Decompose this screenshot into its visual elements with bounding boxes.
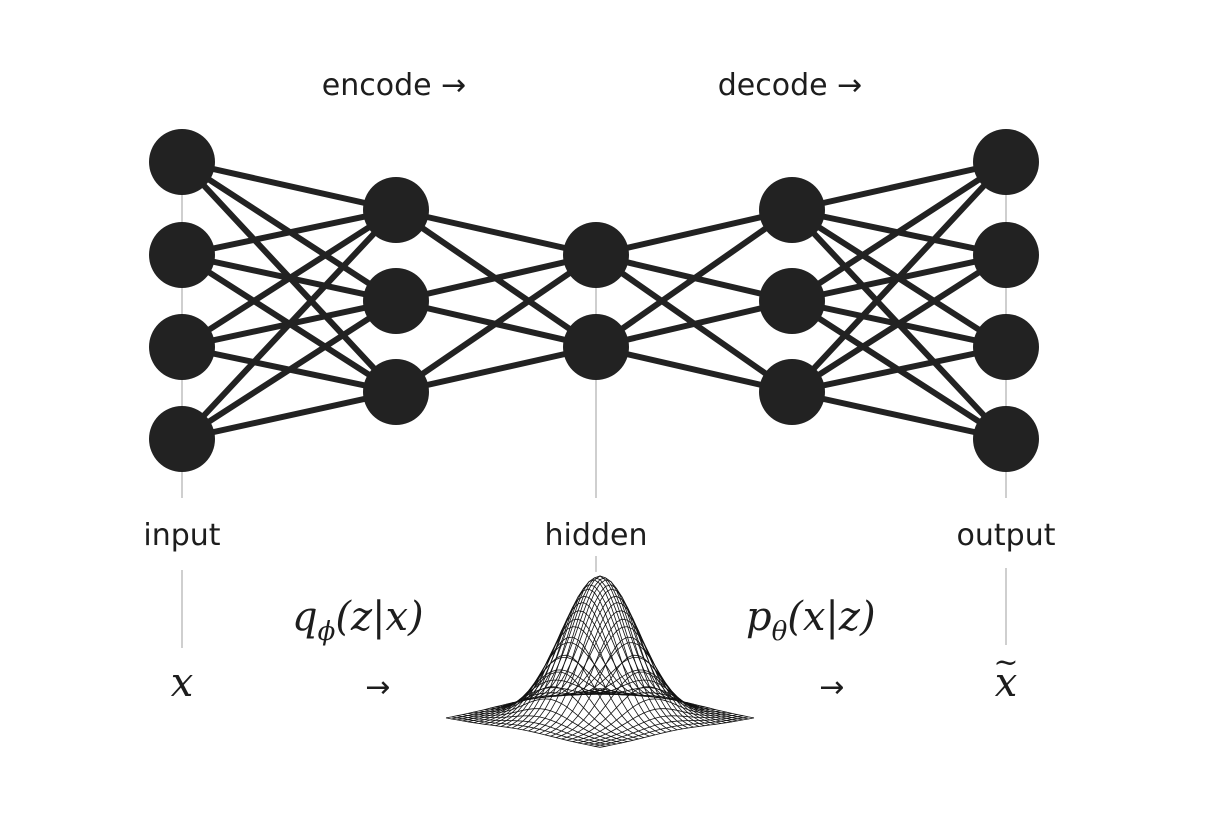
mesh-col-9 [495,626,650,727]
edge-0-3-0 [179,207,399,442]
decoder-hidden-node-1 [759,268,825,334]
edge-3-2-0 [789,159,1009,395]
mesh-col-12 [511,584,667,729]
input-node-2 [149,314,215,380]
latent-node-0 [563,222,629,288]
mesh-col-27 [594,716,749,747]
gaussian-surface-icon [445,575,755,748]
network-nodes [149,129,1039,472]
mesh-col-17 [539,602,694,734]
mesh-col-23 [572,698,727,742]
encoder-arrow: → [365,670,390,705]
encode-label: encode → [322,68,467,103]
edge-1-2-1 [393,344,599,395]
encoder-distribution: qϕ(z|x) [292,594,424,647]
decode-label: decode → [718,68,863,103]
decoder-dist-sub: θ [772,617,788,647]
mesh-col-1 [451,689,606,720]
edge-3-2-3 [789,389,1009,442]
mesh-col-19 [550,636,705,737]
latent-node-1 [563,314,629,380]
mesh-col-16 [533,588,689,733]
mesh-col-20 [555,654,711,738]
output-symbol: x [995,660,1018,706]
output-node-1 [973,222,1039,288]
decoder-dist-main: p [746,594,772,640]
mesh-col-10 [500,610,656,727]
decoder-hidden-node-2 [759,359,825,425]
mesh-col-14 [522,575,678,731]
hidden-layer-label: hidden [545,518,648,553]
mesh-col-15 [528,579,683,732]
mesh-col-11 [506,595,661,728]
edge-1-0-0 [393,207,599,258]
edge-3-0-0 [789,159,1009,213]
mesh-col-21 [561,671,716,740]
mesh-col-13 [517,577,672,730]
output-node-3 [973,406,1039,472]
mesh-col-18 [544,618,700,736]
decoder-hidden-node-0 [759,177,825,243]
edge-2-0-0 [593,207,795,258]
mesh-col-22 [566,686,722,741]
encoder-hidden-node-0 [363,177,429,243]
edge-1-1-0 [393,252,599,304]
input-symbol: x [171,660,194,706]
mesh-col-25 [583,714,738,745]
mesh-row-20 [489,654,645,738]
edge-2-1-0 [593,207,795,350]
edge-0-3-1 [179,298,399,442]
encoder-hidden-node-1 [363,268,429,334]
edge-3-1-0 [789,159,1009,304]
output-layer-label: output [957,518,1056,553]
edge-2-1-1 [593,298,795,350]
mesh-col-26 [588,715,744,746]
encoder-dist-args: (z|x) [335,594,423,640]
input-node-3 [149,406,215,472]
edge-0-0-0 [179,159,399,213]
output-accent: ~ [993,645,1018,680]
mesh-col-28 [599,717,755,748]
encoder-dist-sub: ϕ [318,617,336,647]
edge-3-2-1 [789,252,1009,395]
input-layer-label: input [143,518,220,553]
edge-2-1-2 [593,344,795,395]
output-node-2 [973,314,1039,380]
decoder-arrow: → [819,670,844,705]
edge-0-1-0 [179,207,399,258]
edge-0-3-2 [179,389,399,442]
decoder-dist-args: (x|z) [787,594,875,640]
encoder-dist-main: q [292,594,318,640]
edge-3-2-2 [789,344,1009,395]
mesh-col-24 [577,708,733,744]
mesh-col-8 [489,642,645,726]
input-node-1 [149,222,215,288]
network-edges [179,159,1009,442]
mesh-col-6 [478,669,634,724]
mesh-row-19 [495,636,650,737]
input-node-0 [149,129,215,195]
encoder-hidden-node-2 [363,359,429,425]
edge-0-2-0 [179,207,399,350]
mesh-row-16 [511,588,667,733]
output-node-0 [973,129,1039,195]
decoder-distribution: pθ(x|z) [746,594,876,647]
edge-1-2-0 [393,252,599,395]
mesh-col-7 [484,657,639,725]
